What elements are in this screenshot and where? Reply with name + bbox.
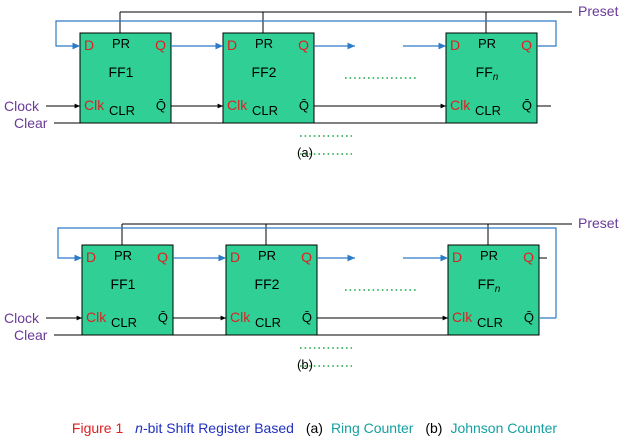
q-output-pin: Q [157,249,168,265]
clock-input-pin: Clk [230,309,251,325]
clear-pin: CLR [477,315,503,330]
flipflop-body [222,32,315,124]
flipflop-body [447,244,540,336]
q-bar-output-pin: Q̄ [156,98,166,113]
d-input-pin: D [450,37,460,53]
flipflop-name: FF2 [252,64,277,80]
preset-pin: PR [480,248,498,263]
preset-pin: PR [255,36,273,51]
johnson-feedback [57,227,557,318]
q-output-pin: Q [301,249,312,265]
q-output-pin: Q [298,37,309,53]
subfigure-label: (a) [297,145,313,160]
flipflop-name: FFn [476,64,499,83]
clock-label: Clock [4,310,40,326]
flipflop-name: FF1 [109,64,134,80]
subfigure-label: (b) [297,357,313,372]
clear-pin: CLR [109,103,135,118]
flipflop-name: FFn [478,276,501,295]
clear-pin: CLR [475,103,501,118]
clock-input-pin: Clk [452,309,473,325]
caption-part-a: (a) [305,420,323,436]
caption-part-b: (b) [425,420,443,436]
preset-pin: PR [112,36,130,51]
flipflop-name: FF2 [255,276,280,292]
d-input-pin: D [452,249,462,265]
q-bar-output-pin: Q̄ [302,310,312,325]
d-input-pin: D [230,249,240,265]
d-input-pin: D [84,37,94,53]
flipflop-name: FF1 [111,276,136,292]
preset-pin: PR [258,248,276,263]
clear-pin: CLR [111,315,137,330]
clock-input-pin: Clk [86,309,107,325]
caption-johnson-counter: Johnson Counter [450,420,558,436]
q-bar-output-pin: Q̄ [524,310,534,325]
q-output-pin: Q [521,37,532,53]
q-bar-output-pin: Q̄ [299,98,309,113]
q-bar-output-pin: Q̄ [522,98,532,113]
preset-pin: PR [114,248,132,263]
figure-title-n: n [135,420,143,436]
clear-pin: CLR [252,103,278,118]
clear-pin: CLR [255,315,281,330]
caption-ring-counter: Ring Counter [330,420,414,436]
preset-pin: PR [478,36,496,51]
figure-title-rest: -bit Shift Register Based [142,420,294,436]
figure-title: n-bit Shift Register Based [135,420,294,436]
q-output-pin: Q [155,37,166,53]
flipflop-body [445,32,538,124]
clock-label: Clock [4,98,40,114]
preset-label: Preset [578,215,619,231]
clear-label: Clear [14,327,48,343]
clock-input-pin: Clk [227,97,248,113]
q-bar-output-pin: Q̄ [158,310,168,325]
flipflop-body [81,244,174,336]
ring-feedback [55,20,557,50]
d-input-pin: D [227,37,237,53]
figure-number: Figure 1 [71,420,124,436]
preset-label: Preset [578,3,619,19]
d-input-pin: D [86,249,96,265]
q-output-pin: Q [523,249,534,265]
flipflop-body [79,32,172,124]
flipflop-body [225,244,318,336]
clear-label: Clear [14,115,48,131]
clock-input-pin: Clk [450,97,471,113]
figure-caption: Figure 1 n-bit Shift Register Based (a) R… [0,420,629,436]
clock-input-pin: Clk [84,97,105,113]
